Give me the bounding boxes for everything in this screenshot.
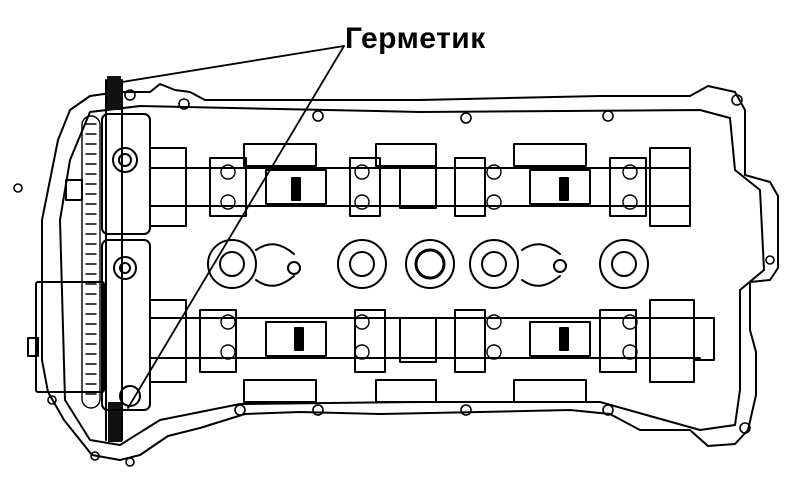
spark-plug-wells — [207, 239, 649, 289]
sealant-callout-label: Герметик — [345, 22, 486, 55]
camshaft-upper — [149, 143, 691, 227]
sealant-strip-top — [107, 76, 121, 110]
sealant-strip-bottom — [108, 402, 122, 442]
sprocket-bolt-middle — [113, 256, 137, 280]
callout-leaders — [121, 45, 345, 409]
camshaft-nose — [65, 179, 83, 201]
sprocket-bolt-top-inner — [118, 153, 132, 167]
timing-end-plate-inner — [27, 337, 39, 357]
camshaft-lower — [149, 299, 715, 403]
flange-holes — [13, 89, 775, 467]
sprocket-bolt-top — [112, 147, 138, 173]
head-inner-outline — [59, 105, 765, 446]
timing-end-plate — [35, 281, 105, 393]
timing-chain — [81, 115, 101, 409]
sprocket-bolt-middle-inner — [119, 262, 131, 274]
valve-retainers — [220, 164, 638, 360]
head-outline — [41, 83, 779, 461]
sprocket-exhaust — [101, 113, 151, 235]
